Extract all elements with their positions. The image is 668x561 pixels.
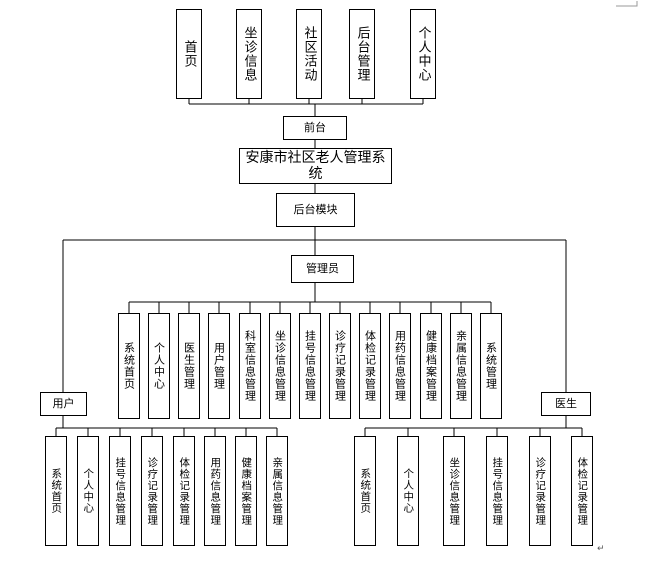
user-module-label: 诊疗记录管理 [146,456,159,526]
user-module: 体检记录管理 [173,436,195,546]
admin-node: 管理员 [291,255,354,283]
system-title: 安康市社区老人管理系统 [245,149,386,182]
user-module: 挂号信息管理 [109,436,131,546]
frontend-page-community-activity: 社区活动 [296,9,322,99]
user-module-label: 个人中心 [82,468,95,514]
user-module: 个人中心 [77,436,99,546]
doctor-module: 系统首页 [354,436,376,546]
admin-module-label: 诊疗记录管理 [333,330,347,402]
doctor-module: 体检记录管理 [571,436,593,546]
user-module: 用药信息管理 [204,436,226,546]
user-module-label: 亲属信息管理 [271,456,284,526]
frontend-node-label: 前台 [304,121,326,135]
user-module-label: 挂号信息管理 [114,456,127,526]
admin-module: 用药信息管理 [389,313,411,419]
frontend-page-home: 首页 [176,9,202,99]
doctor-module-label: 坐诊信息管理 [448,456,461,526]
admin-node-label: 管理员 [306,262,339,276]
user-node: 用户 [40,392,87,416]
frontend-page-personal-center: 个人中心 [410,9,436,99]
admin-module: 用户管理 [208,313,230,419]
doctor-module: 诊疗记录管理 [529,436,551,546]
frontend-node: 前台 [283,116,347,140]
frontend-page-backend-admin: 后台管理 [349,9,375,99]
frontend-page-label: 个人中心 [415,26,431,82]
doctor-module-label: 诊疗记录管理 [534,456,547,526]
doctor-module: 个人中心 [397,436,419,546]
admin-module: 医生管理 [178,313,200,419]
admin-module-label: 挂号信息管理 [303,330,317,402]
user-module-label: 系统首页 [50,468,63,514]
doctor-module-label: 挂号信息管理 [491,456,504,526]
admin-module-label: 用药信息管理 [393,330,407,402]
admin-module-label: 亲属信息管理 [454,330,468,402]
admin-module: 诊疗记录管理 [329,313,351,419]
system-title-node: 安康市社区老人管理系统 [239,148,392,184]
admin-module: 坐诊信息管理 [269,313,291,419]
admin-module: 亲属信息管理 [450,313,472,419]
doctor-module: 挂号信息管理 [486,436,508,546]
frontend-page-label: 社区活动 [301,26,317,82]
user-module-label: 用药信息管理 [209,456,222,526]
admin-module-label: 坐诊信息管理 [273,330,287,402]
admin-module: 个人中心 [148,313,170,419]
frontend-page-label: 坐诊信息 [241,26,257,82]
admin-module-label: 健康档案管理 [424,330,438,402]
frontend-page-label: 后台管理 [354,26,370,82]
admin-module-label: 体检记录管理 [363,330,377,402]
doctor-module-label: 体检记录管理 [576,456,589,526]
admin-module-label: 系统首页 [122,342,136,390]
user-module-label: 体检记录管理 [178,456,191,526]
doctor-node-label: 医生 [555,397,577,411]
frontend-page-clinic-info: 坐诊信息 [236,9,262,99]
doctor-node: 医生 [541,392,591,416]
admin-module-label: 用户管理 [212,342,226,390]
user-module: 亲属信息管理 [266,436,288,546]
user-module: 健康档案管理 [235,436,257,546]
admin-module: 系统首页 [118,313,140,419]
admin-module-label: 科室信息管理 [243,330,257,402]
user-module-label: 健康档案管理 [240,456,253,526]
admin-module: 健康档案管理 [420,313,442,419]
admin-module: 系统管理 [480,313,502,419]
backend-node-label: 后台模块 [293,203,338,217]
user-module: 系统首页 [45,436,67,546]
paragraph-mark-icon: ↵ [597,544,605,554]
admin-module: 科室信息管理 [239,313,261,419]
doctor-module: 坐诊信息管理 [443,436,465,546]
backend-node: 后台模块 [276,193,355,227]
frontend-page-label: 首页 [181,40,197,68]
admin-module: 挂号信息管理 [299,313,321,419]
user-module: 诊疗记录管理 [141,436,163,546]
user-node-label: 用户 [52,397,75,411]
admin-module: 体检记录管理 [359,313,381,419]
admin-module-label: 医生管理 [182,342,196,390]
admin-module-label: 系统管理 [484,342,498,390]
admin-module-label: 个人中心 [152,342,166,390]
doctor-module-label: 个人中心 [402,468,415,514]
doctor-module-label: 系统首页 [359,468,372,514]
